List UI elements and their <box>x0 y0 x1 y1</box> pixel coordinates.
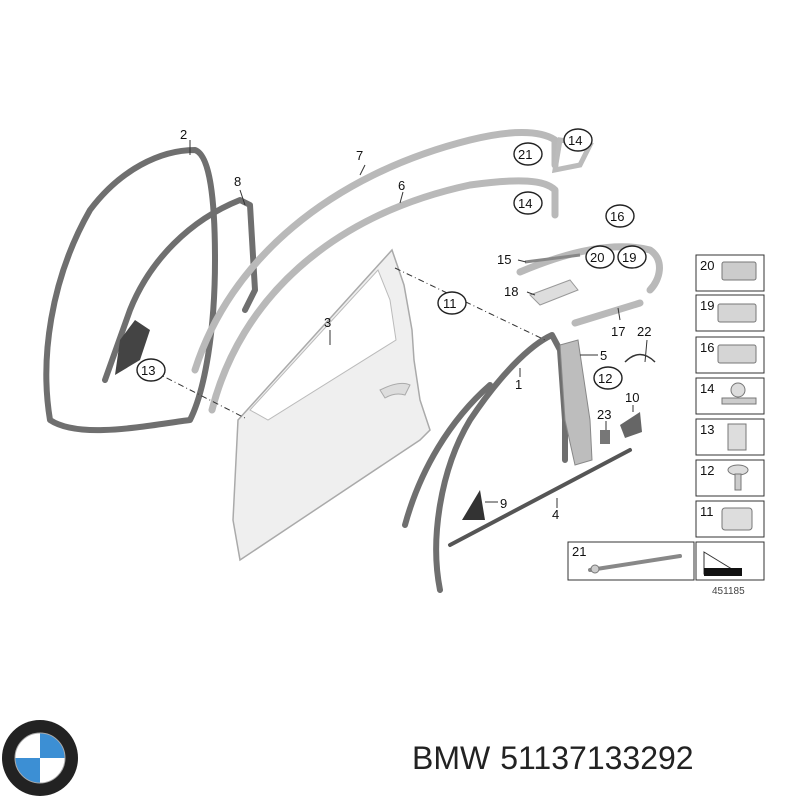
svg-text:14: 14 <box>700 381 714 396</box>
pillar-part-5 <box>559 339 593 466</box>
callout-18: 18 <box>504 284 518 299</box>
clip-part-10 <box>620 412 642 438</box>
legend-item-19: 19 <box>695 294 765 332</box>
callout-7: 7 <box>356 148 363 163</box>
seal-part-8-corner <box>115 320 150 375</box>
figure-number: 451185 <box>712 586 745 597</box>
seal-part-2 <box>43 147 218 434</box>
legend-item-16: 16 <box>695 336 765 374</box>
svg-text:19: 19 <box>700 298 714 313</box>
svg-text:16: 16 <box>700 340 714 355</box>
seal-part-8 <box>102 197 258 383</box>
callout-8: 8 <box>234 174 241 189</box>
callout-23: 23 <box>597 407 611 422</box>
part-number: 51137133292 <box>500 740 694 776</box>
callout-14-circled-mid: 14 <box>513 191 543 215</box>
svg-text:12: 12 <box>700 463 714 478</box>
callout-5: 5 <box>600 348 607 363</box>
leader-dash-11 <box>394 267 546 341</box>
legend-panel: 20 19 16 14 13 12 <box>567 254 765 581</box>
trim-part-6 <box>208 177 559 414</box>
svg-text:11: 11 <box>443 296 457 311</box>
svg-text:11: 11 <box>700 504 714 519</box>
seal-part-22 <box>624 353 656 363</box>
callout-22: 22 <box>637 324 651 339</box>
callout-17: 17 <box>611 324 625 339</box>
callout-9: 9 <box>500 496 507 511</box>
svg-text:20: 20 <box>700 258 714 273</box>
legend-item-20: 20 <box>695 254 765 292</box>
leader-lines <box>189 140 648 508</box>
trim-part-9 <box>462 490 485 520</box>
channel-part-1-lower <box>402 382 493 528</box>
svg-text:21: 21 <box>572 544 586 559</box>
svg-text:13: 13 <box>141 363 155 378</box>
clip-part-23 <box>600 430 610 444</box>
leader-dash-13 <box>154 371 246 419</box>
strip-part-17 <box>571 299 644 327</box>
svg-text:13: 13 <box>700 422 714 437</box>
door-panel <box>232 248 431 562</box>
svg-text:16: 16 <box>610 209 624 224</box>
callout-16-circled: 16 <box>605 204 635 228</box>
strip-part-4 <box>448 448 632 547</box>
callout-3: 3 <box>324 315 331 330</box>
callout-6: 6 <box>398 178 405 193</box>
callout-4: 4 <box>552 507 559 522</box>
legend-item-12: 12 <box>695 459 765 497</box>
brand-name: BMW <box>412 740 491 776</box>
legend-item-14: 14 <box>695 377 765 415</box>
callout-1: 1 <box>515 377 522 392</box>
clip-part-18 <box>529 279 579 306</box>
callout-15: 15 <box>497 252 511 267</box>
svg-text:12: 12 <box>598 371 612 386</box>
svg-text:21: 21 <box>518 147 532 162</box>
callout-10: 10 <box>625 390 639 405</box>
channel-part-1 <box>433 332 568 593</box>
legend-item-11: 11 <box>695 500 765 538</box>
callout-12-circled: 12 <box>593 366 623 390</box>
callout-13-circled: 13 <box>136 358 166 382</box>
bmw-logo <box>2 720 78 796</box>
svg-text:20: 20 <box>590 250 604 265</box>
callout-11-circled: 11 <box>437 291 467 315</box>
callout-20-circled: 20 <box>585 245 615 269</box>
arrow-icon-box <box>695 541 765 581</box>
legend-item-21: 21 <box>567 541 695 581</box>
callout-14-circled-top: 14 <box>563 128 593 152</box>
legend-item-13: 13 <box>695 418 765 456</box>
callout-2: 2 <box>180 127 187 142</box>
svg-text:14: 14 <box>568 133 582 148</box>
trim-part-15 <box>524 253 581 264</box>
callout-19-circled: 19 <box>617 245 647 269</box>
svg-text:14: 14 <box>518 196 532 211</box>
callout-21-circled: 21 <box>513 142 543 166</box>
svg-text:19: 19 <box>622 250 636 265</box>
trim-part-7 <box>191 129 559 374</box>
